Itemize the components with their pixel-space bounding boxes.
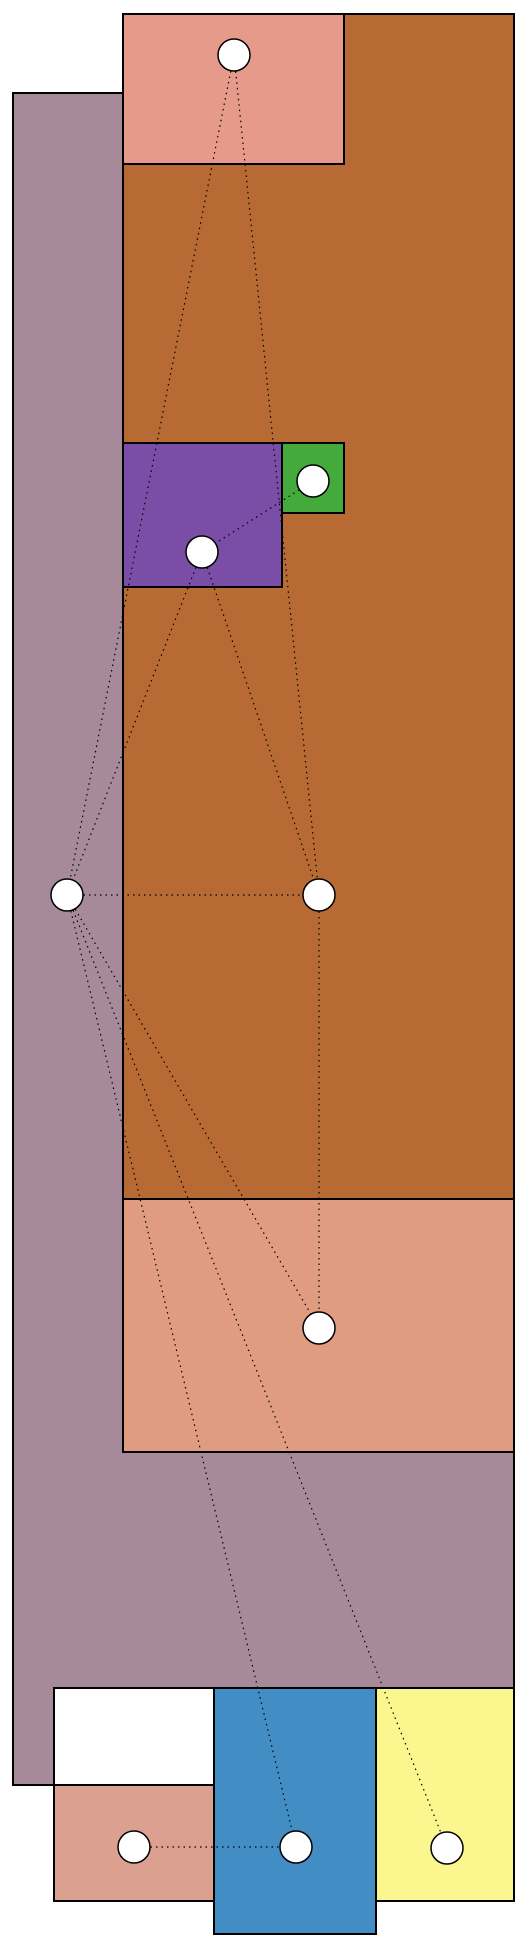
regions [12, 13, 515, 1935]
blue-region [213, 1687, 377, 1935]
node-yellow [430, 1831, 464, 1865]
nodes [50, 38, 464, 1865]
yellow-region [375, 1687, 515, 1902]
node-purple [185, 535, 219, 569]
node-rose [117, 1830, 151, 1864]
brown-region [122, 13, 515, 1200]
pink-top-region [122, 13, 345, 165]
edges [66, 54, 448, 1849]
node-mid [302, 878, 336, 912]
edge-n-left-n-blue [66, 894, 297, 1848]
edge-n-purple-n-left [66, 551, 203, 896]
edge-n-left-n-yellow [66, 894, 448, 1849]
edge-n-left-n-peach [66, 894, 320, 1329]
node-top [217, 38, 251, 72]
node-green [296, 464, 330, 498]
node-blue [279, 1830, 313, 1864]
node-left [50, 878, 84, 912]
node-peach [302, 1311, 336, 1345]
